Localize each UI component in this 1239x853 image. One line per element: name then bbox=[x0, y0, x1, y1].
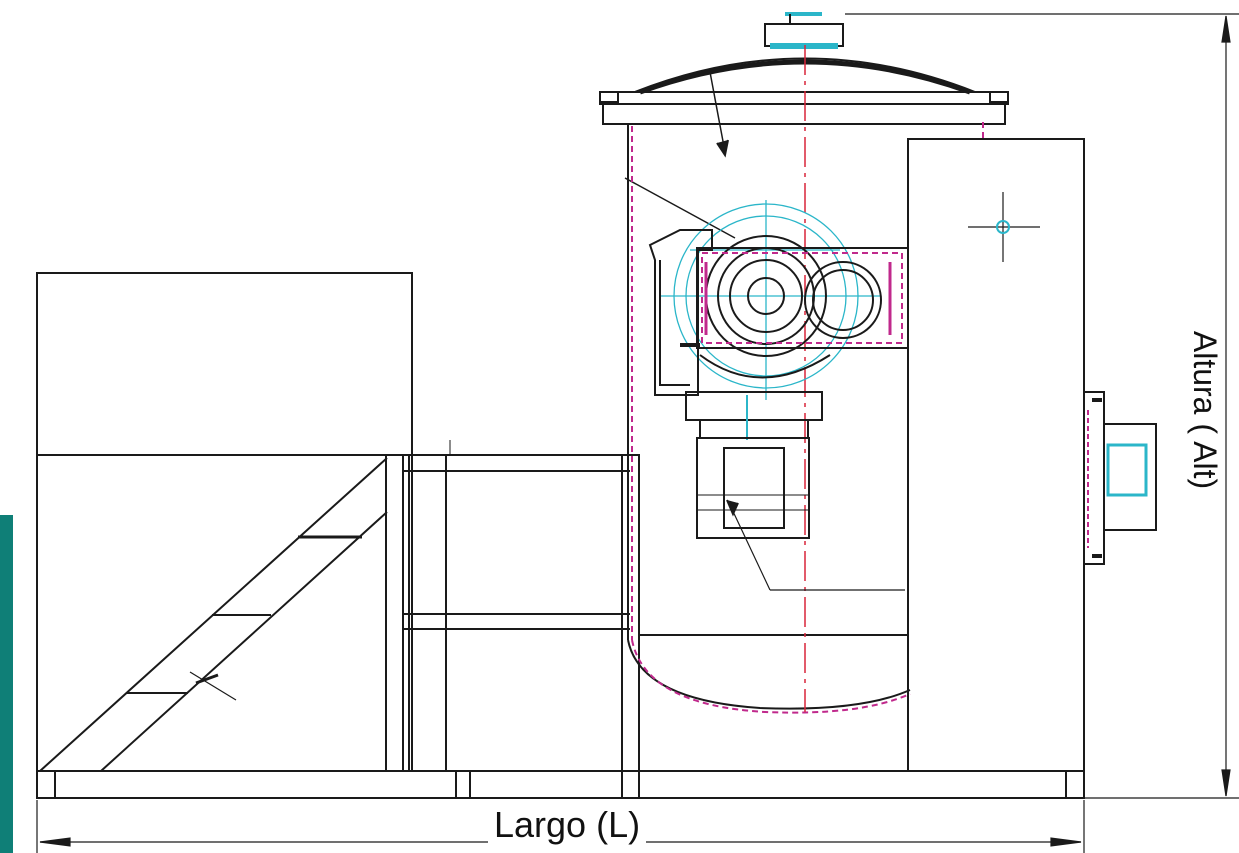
hopper-box bbox=[36, 272, 413, 772]
height-dimension-label: Altura ( Alt) bbox=[1187, 330, 1223, 490]
control-cabinet bbox=[907, 138, 1085, 772]
length-dimension-label: Largo (L) bbox=[488, 803, 647, 847]
drive-motor bbox=[696, 437, 905, 591]
gearbox-assembly bbox=[648, 200, 909, 440]
platform-frame bbox=[385, 440, 640, 798]
teal-edge-bar bbox=[0, 515, 13, 853]
access-stairs bbox=[39, 457, 388, 772]
vessel-hidden-outline bbox=[631, 122, 984, 714]
mixing-vessel bbox=[599, 12, 1009, 710]
side-valve bbox=[1083, 391, 1157, 565]
height-dimension bbox=[845, 13, 1239, 799]
base-frame bbox=[36, 770, 1085, 799]
